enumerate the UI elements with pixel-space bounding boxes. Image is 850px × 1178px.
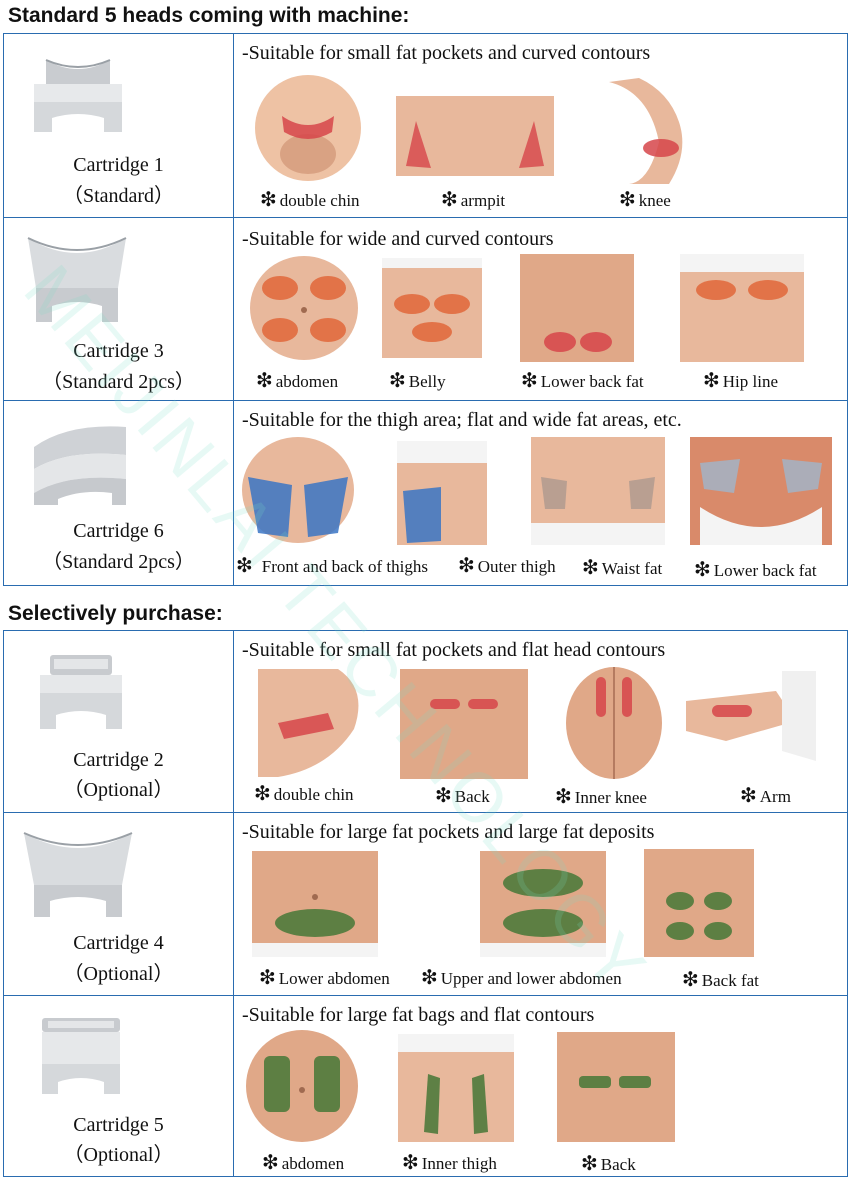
- caption-lower-back-fat: ❇Lower back fat: [521, 370, 644, 392]
- cartridge-1-type: （Standard）: [62, 185, 175, 207]
- cartridge-5-cell: Cartridge 5 （Optional）: [4, 996, 234, 1177]
- cartridge-6-icon: [34, 426, 126, 505]
- cartridge-3-name: Cartridge 3: [73, 340, 164, 362]
- cartridge-3-suitable: -Suitable for wide and curved contours: [242, 228, 554, 250]
- cartridge-6-type: （Standard 2pcs）: [42, 551, 195, 573]
- knee-photo: [609, 78, 683, 184]
- cartridge-1-cell: Cartridge 1 （Standard）: [4, 34, 234, 217]
- cartridge-5-type: （Optional）: [63, 1144, 174, 1166]
- double-chin-photo: [255, 75, 361, 181]
- abdomen-photo: [250, 256, 358, 360]
- caption-waist-fat: ❇Waist fat: [582, 557, 663, 579]
- caption-back-5: ❇Back: [581, 1153, 636, 1175]
- cartridge-6-suitable: -Suitable for the thigh area; flat and w…: [242, 409, 682, 431]
- caption-arm: ❇Arm: [740, 785, 791, 807]
- double-chin-2-photo: [258, 669, 359, 777]
- cartridge-6-row: Cartridge 6 （Standard 2pcs） -Suitable fo…: [4, 400, 847, 586]
- cartridge-4-name: Cartridge 4: [73, 932, 164, 954]
- cartridge-3-type: （Standard 2pcs）: [42, 371, 195, 393]
- heading-standard: Standard 5 heads coming with machine:: [8, 4, 410, 27]
- caption-belly: ❇Belly: [389, 370, 446, 392]
- cartridge-2-icon: [40, 655, 122, 729]
- back-photo: [400, 669, 528, 779]
- cartridge-2-cell: Cartridge 2 （Optional）: [4, 631, 234, 812]
- caption-armpit: ❇armpit: [441, 189, 506, 211]
- cartridge-3-cell: Cartridge 3 （Standard 2pcs）: [4, 218, 234, 400]
- waist-fat-photo: [531, 437, 665, 545]
- caption-double-chin-2: ❇double chin: [254, 783, 354, 805]
- cartridge-4-icon: [23, 832, 133, 917]
- back-fat-photo: [644, 849, 754, 957]
- cartridge-4-type: （Optional）: [63, 963, 174, 985]
- caption-hip-line: ❇Hip line: [703, 370, 779, 392]
- lower-back-photo: [520, 254, 634, 362]
- caption-knee: ❇knee: [619, 189, 671, 211]
- cartridge-4-suitable: -Suitable for large fat pockets and larg…: [242, 821, 655, 843]
- cartridge-3-row: Cartridge 3 （Standard 2pcs） -Suitable fo…: [4, 217, 847, 400]
- cartridge-1-suitable: -Suitable for small fat pockets and curv…: [242, 42, 651, 64]
- cartridge-6-name: Cartridge 6: [73, 520, 164, 542]
- cartridge-1-icon: [34, 59, 122, 132]
- cartridge-2-type: （Optional）: [63, 779, 174, 801]
- caption-inner-knee: ❇Inner knee: [555, 786, 647, 808]
- hip-line-photo: [680, 254, 804, 362]
- cartridge-2-name: Cartridge 2: [73, 749, 164, 771]
- heading-optional: Selectively purchase:: [8, 602, 223, 625]
- cartridge-4-row: Cartridge 4 （Optional） -Suitable for lar…: [4, 812, 847, 995]
- cartridge-6-cell: Cartridge 6 （Standard 2pcs）: [4, 401, 234, 586]
- lower-abdomen-photo: [252, 851, 378, 957]
- caption-abdomen: ❇abdomen: [256, 370, 339, 392]
- cartridge-4-cell: Cartridge 4 （Optional）: [4, 813, 234, 995]
- armpit-photo: [396, 96, 554, 176]
- upper-lower-abdomen-photo: [480, 851, 606, 957]
- cartridge-1-row: Cartridge 1 （Standard） -Suitable for sma…: [4, 34, 847, 217]
- caption-front-back-thighs: ❇Front and back of thighs: [236, 555, 428, 577]
- cartridge-1-name: Cartridge 1: [73, 154, 164, 176]
- abdomen-5-photo: [246, 1030, 358, 1142]
- caption-back: ❇Back: [435, 785, 490, 807]
- arm-photo: [686, 671, 816, 775]
- caption-upper-lower-abdomen: ❇Upper and lower abdomen: [421, 967, 622, 989]
- cartridge-5-name: Cartridge 5: [73, 1114, 164, 1136]
- caption-back-fat: ❇Back fat: [682, 969, 759, 991]
- cartridge-3-icon: [27, 237, 127, 322]
- lower-back-fat-photo: [690, 437, 832, 545]
- caption-outer-thigh: ❇Outer thigh: [458, 555, 556, 577]
- optional-table: Cartridge 2 （Optional） -Suitable for sma…: [3, 630, 848, 1177]
- caption-lower-abdomen: ❇Lower abdomen: [259, 967, 390, 989]
- belly-photo: [382, 258, 482, 358]
- caption-lower-back-fat-6: ❇Lower back fat: [694, 559, 817, 581]
- back-5-photo: [557, 1032, 675, 1142]
- caption-abdomen-5: ❇abdomen: [262, 1152, 345, 1174]
- standard-table: Cartridge 1 （Standard） -Suitable for sma…: [3, 33, 848, 586]
- cartridge-5-suitable: -Suitable for large fat bags and flat co…: [242, 1004, 595, 1026]
- outer-thigh-photo: [397, 441, 487, 545]
- cartridge-5-icon: [42, 1018, 120, 1094]
- caption-double-chin: ❇double chin: [260, 189, 360, 211]
- cartridge-2-row: Cartridge 2 （Optional） -Suitable for sma…: [4, 631, 847, 812]
- cartridge-5-row: Cartridge 5 （Optional） -Suitable for lar…: [4, 995, 847, 1177]
- inner-thigh-photo: [398, 1034, 514, 1142]
- front-back-thighs-photo: [242, 437, 354, 543]
- inner-knee-photo: [566, 667, 662, 779]
- cartridge-2-suitable: -Suitable for small fat pockets and flat…: [242, 639, 666, 661]
- caption-inner-thigh: ❇Inner thigh: [402, 1152, 497, 1174]
